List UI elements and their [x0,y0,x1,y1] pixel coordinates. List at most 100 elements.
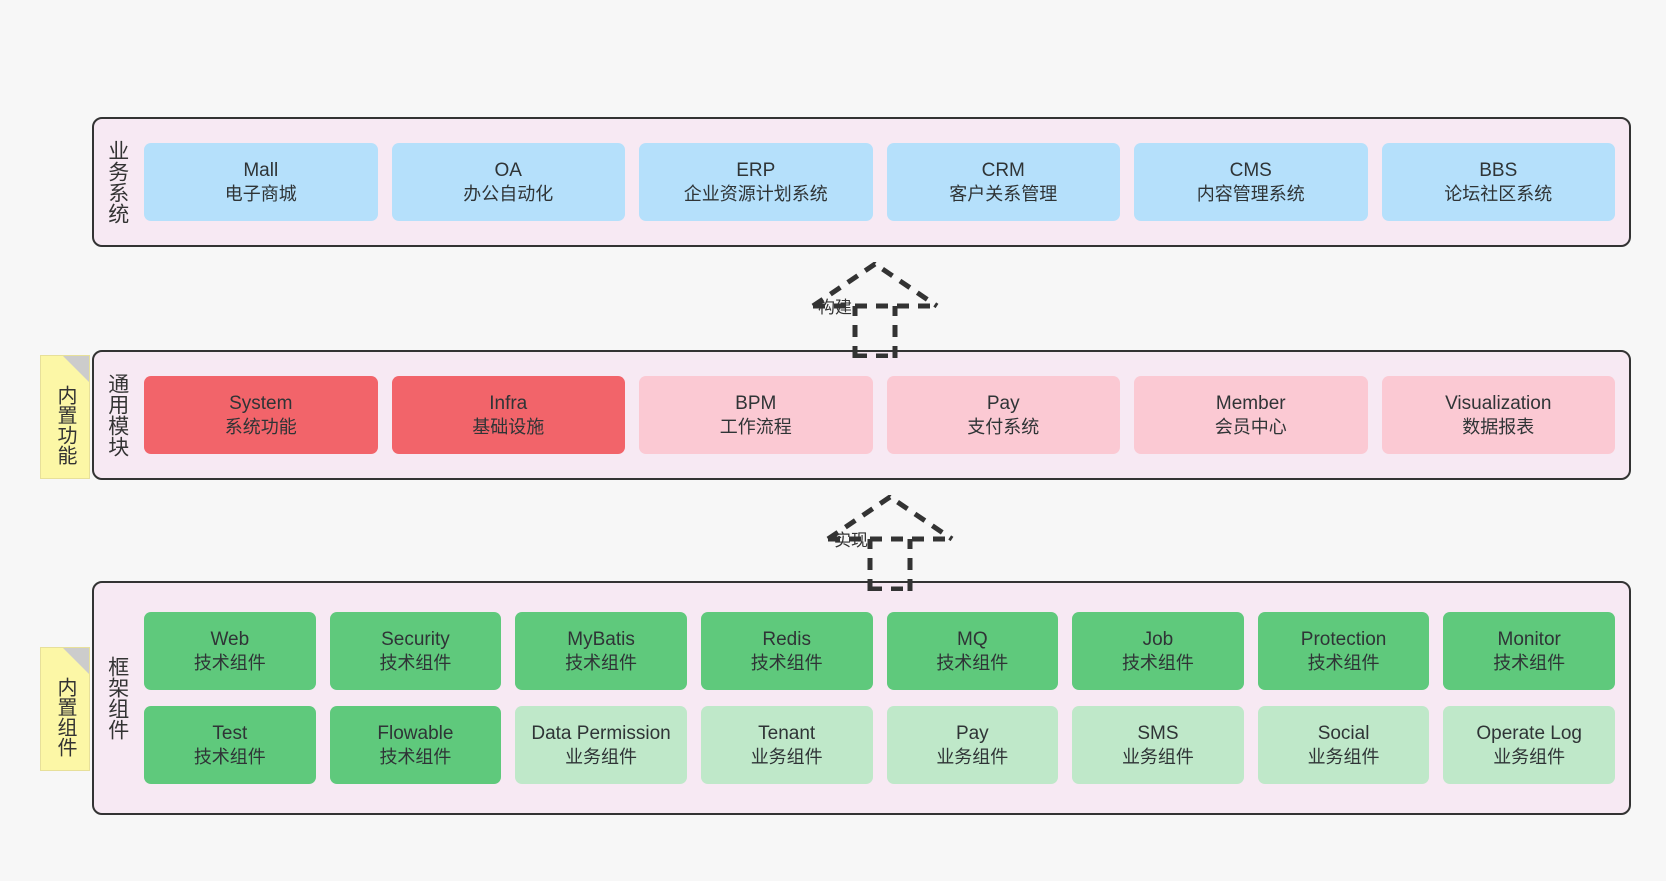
card-member[interactable]: Member 会员中心 [1134,376,1368,454]
card-subtitle: 会员中心 [1214,416,1287,437]
card-title: CMS [1229,159,1272,181]
card-pay-component[interactable]: Pay 业务组件 [886,706,1059,784]
note-label: 内置组件 [54,677,76,757]
layer-body-common-module: System 系统功能 Infra 基础设施 BPM 工作流程 Pay 支付系统… [140,352,1629,478]
arrow-build [795,260,955,359]
card-subtitle: 内容管理系统 [1196,183,1305,204]
card-subtitle: 业务组件 [1307,746,1380,767]
card-subtitle: 技术组件 [193,746,266,767]
card-web[interactable]: Web 技术组件 [144,612,316,690]
card-title: Protection [1300,628,1387,650]
card-title: System [229,392,293,414]
card-title: MyBatis [567,628,635,650]
layer-common-module: 通用模块 System 系统功能 Infra 基础设施 BPM 工作流程 Pay… [92,350,1631,480]
card-sms[interactable]: SMS 业务组件 [1072,706,1244,784]
card-subtitle: 技术组件 [1307,652,1380,673]
card-subtitle: 技术组件 [750,652,823,673]
note-fold-corner-icon [63,356,89,382]
layer-body-business-system: Mall 电子商城 OA 办公自动化 ERP 企业资源计划系统 CRM 客户关系… [140,119,1629,245]
arrow-label-build: 构建 [818,298,852,317]
card-tenant[interactable]: Tenant 业务组件 [700,706,873,784]
card-mybatis[interactable]: MyBatis 技术组件 [515,612,687,690]
card-test[interactable]: Test 技术组件 [144,706,316,784]
card-subtitle: 系统功能 [224,416,297,437]
card-erp[interactable]: ERP 企业资源计划系统 [639,143,873,221]
card-title: Data Permission [531,722,671,744]
card-security[interactable]: Security 技术组件 [329,612,502,690]
card-title: Pay [955,722,989,744]
card-operate-log[interactable]: Operate Log 业务组件 [1443,706,1615,784]
card-title: Member [1215,392,1286,414]
card-bbs[interactable]: BBS 论坛社区系统 [1381,143,1615,221]
card-subtitle: 业务组件 [1121,746,1194,767]
card-subtitle: 数据报表 [1462,416,1535,437]
card-infra[interactable]: Infra 基础设施 [391,376,625,454]
card-pay-module[interactable]: Pay 支付系统 [886,376,1120,454]
card-title: Web [210,628,250,650]
card-subtitle: 业务组件 [565,746,638,767]
card-protection[interactable]: Protection 技术组件 [1257,612,1430,690]
card-title: Job [1142,628,1174,650]
card-oa[interactable]: OA 办公自动化 [391,143,625,221]
card-flowable[interactable]: Flowable 技术组件 [329,706,502,784]
layer-row: Mall 电子商城 OA 办公自动化 ERP 企业资源计划系统 CRM 客户关系… [144,143,1615,221]
card-data-permission[interactable]: Data Permission 业务组件 [515,706,687,784]
card-title: Tenant [758,722,816,744]
card-social[interactable]: Social 业务组件 [1257,706,1430,784]
card-subtitle: 技术组件 [565,652,638,673]
arrow-label-implement: 实现 [834,531,868,550]
card-job[interactable]: Job 技术组件 [1072,612,1244,690]
card-mall[interactable]: Mall 电子商城 [144,143,378,221]
card-subtitle: 技术组件 [1121,652,1194,673]
card-title: BBS [1479,159,1518,181]
layer-body-framework-component: Web 技术组件 Security 技术组件 MyBatis 技术组件 Redi… [140,583,1629,813]
card-visualization[interactable]: Visualization 数据报表 [1381,376,1615,454]
note-fold-corner-icon [63,648,89,674]
layer-title-business-system: 业务系统 [105,140,129,224]
card-subtitle: 工作流程 [719,416,792,437]
card-subtitle: 技术组件 [379,746,452,767]
card-crm[interactable]: CRM 客户关系管理 [886,143,1120,221]
card-title: BPM [735,392,777,414]
card-subtitle: 基础设施 [472,416,545,437]
card-title: Security [381,628,450,650]
card-title: Social [1317,722,1370,744]
card-subtitle: 办公自动化 [463,183,554,204]
card-title: Mall [243,159,279,181]
card-title: Flowable [377,722,454,744]
layer-title-framework-component: 框架组件 [105,656,129,740]
card-title: Pay [986,392,1020,414]
card-system[interactable]: System 系统功能 [144,376,378,454]
card-title: ERP [736,159,776,181]
layer-title-common-module: 通用模块 [105,373,129,457]
card-title: Operate Log [1476,722,1582,744]
card-redis[interactable]: Redis 技术组件 [700,612,873,690]
layer-row: Test 技术组件 Flowable 技术组件 Data Permission … [144,706,1615,784]
card-mq[interactable]: MQ 技术组件 [886,612,1059,690]
card-monitor[interactable]: Monitor 技术组件 [1443,612,1615,690]
card-title: SMS [1137,722,1179,744]
card-title: CRM [981,159,1025,181]
card-subtitle: 业务组件 [1493,746,1566,767]
card-title: MQ [957,628,988,650]
note-builtin-function[interactable]: 内置功能 [40,355,90,479]
card-subtitle: 支付系统 [967,416,1040,437]
card-cms[interactable]: CMS 内容管理系统 [1134,143,1368,221]
layer-row: Web 技术组件 Security 技术组件 MyBatis 技术组件 Redi… [144,612,1615,690]
card-subtitle: 业务组件 [750,746,823,767]
card-subtitle: 论坛社区系统 [1444,183,1553,204]
card-bpm[interactable]: BPM 工作流程 [639,376,873,454]
note-builtin-component[interactable]: 内置组件 [40,647,90,771]
card-subtitle: 企业资源计划系统 [683,183,828,204]
card-title: Infra [489,392,528,414]
card-subtitle: 技术组件 [936,652,1009,673]
card-subtitle: 技术组件 [379,652,452,673]
card-subtitle: 技术组件 [193,652,266,673]
layer-row: System 系统功能 Infra 基础设施 BPM 工作流程 Pay 支付系统… [144,376,1615,454]
layer-business-system: 业务系统 Mall 电子商城 OA 办公自动化 ERP 企业资源计划系统 CRM… [92,117,1631,247]
note-label: 内置功能 [54,385,76,465]
card-title: Test [212,722,248,744]
arrow-implement [810,493,970,592]
card-subtitle: 客户关系管理 [949,183,1058,204]
